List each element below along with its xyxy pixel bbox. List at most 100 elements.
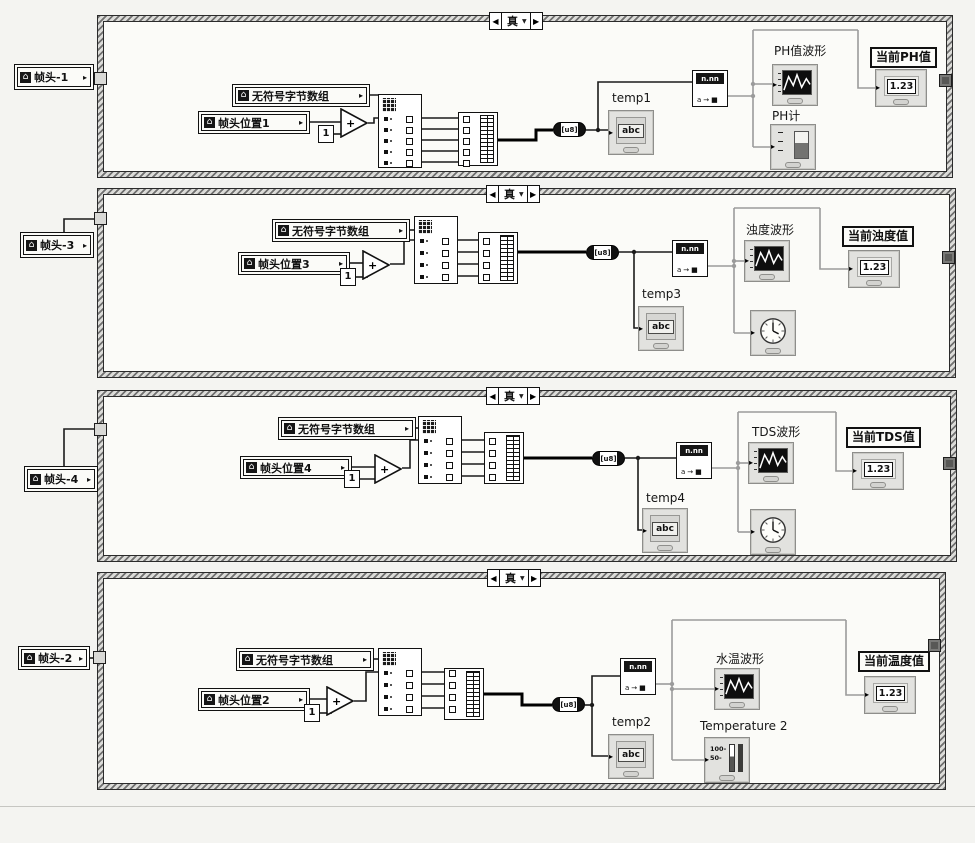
- ph-meter-terminal[interactable]: ▸: [770, 124, 816, 170]
- build-array-node[interactable]: [444, 668, 484, 720]
- numeric-indicator[interactable]: ▸ 1.23: [852, 452, 904, 490]
- build-array-node[interactable]: [478, 232, 518, 284]
- add-node[interactable]: +: [326, 686, 354, 716]
- index-array-node[interactable]: [414, 216, 458, 284]
- waveform-chart-terminal[interactable]: ▸: [744, 240, 790, 282]
- temp-string-indicator[interactable]: ▸ abc: [608, 110, 654, 155]
- numeric-indicator[interactable]: ▸ 1.23: [875, 69, 927, 107]
- local-var-label: 帧头位置4: [260, 461, 312, 475]
- byte-array-to-string-node[interactable]: [u8]: [592, 451, 625, 466]
- home-icon: ⌂: [244, 258, 255, 269]
- local-var-header-pos[interactable]: ⌂帧头位置3▸: [238, 252, 350, 275]
- element-in: [489, 438, 496, 445]
- case-dropdown-icon[interactable]: ▼: [519, 190, 524, 198]
- array-icon: [422, 420, 436, 434]
- string-to-number-node[interactable]: n.nn a→■: [672, 240, 708, 277]
- case-dropdown-icon[interactable]: ▼: [520, 574, 525, 582]
- byte-array-to-string-node[interactable]: [u8]: [552, 697, 585, 712]
- case-prev-icon[interactable]: ◀: [488, 570, 500, 586]
- string-to-number-node[interactable]: n.nn a→■: [692, 70, 728, 107]
- temp-string-indicator[interactable]: ▸ abc: [608, 734, 654, 779]
- index-array-node[interactable]: [378, 648, 422, 716]
- case-selector-tunnel[interactable]: [94, 423, 107, 436]
- case-structure-tds[interactable]: [97, 390, 957, 562]
- array-icon: [382, 98, 396, 112]
- add-node[interactable]: +: [362, 250, 390, 280]
- numeric-constant[interactable]: 1: [304, 704, 320, 722]
- chart-label: 水温波形: [716, 652, 765, 666]
- home-icon: ⌂: [238, 90, 249, 101]
- build-array-node[interactable]: [458, 112, 498, 167]
- case-selector-frame3[interactable]: ◀ 真 ▼ ▶: [486, 387, 540, 405]
- gauge-terminal[interactable]: ▸: [750, 310, 796, 356]
- temperature-slide-terminal[interactable]: ▸ 100-50-: [704, 737, 750, 783]
- local-var-frame-header-3[interactable]: ⌂帧头-3▸: [20, 232, 94, 258]
- case-selector-value[interactable]: 真: [504, 188, 515, 201]
- local-var-byte-array[interactable]: ⌂无符号字节数组▸: [236, 648, 374, 671]
- string-to-number-node[interactable]: n.nn a→■: [676, 442, 712, 479]
- case-next-icon[interactable]: ▶: [527, 570, 540, 586]
- add-node[interactable]: +: [340, 108, 368, 138]
- output-tunnel[interactable]: [942, 251, 955, 264]
- case-selector-tunnel[interactable]: [94, 212, 107, 225]
- add-node[interactable]: +: [374, 454, 402, 484]
- case-selector-frame2[interactable]: ◀ 真 ▼ ▶: [486, 185, 540, 203]
- output-tunnel[interactable]: [943, 457, 956, 470]
- numeric-constant[interactable]: 1: [344, 470, 360, 488]
- case-next-icon[interactable]: ▶: [529, 13, 542, 29]
- case-selector-tunnel[interactable]: [94, 72, 107, 85]
- local-var-header-pos[interactable]: ⌂帧头位置4▸: [240, 456, 352, 479]
- output-tunnel[interactable]: [928, 639, 941, 652]
- case-prev-icon[interactable]: ◀: [487, 388, 499, 404]
- element-out: [446, 462, 453, 469]
- local-var-header-pos[interactable]: ⌂帧头位置1▸: [198, 111, 310, 134]
- byte-array-to-string-node[interactable]: [u8]: [553, 122, 586, 137]
- element-in: [449, 682, 456, 689]
- string-to-number-node[interactable]: n.nn a→■: [620, 658, 656, 695]
- home-icon: ⌂: [242, 654, 253, 665]
- gauge-terminal[interactable]: ▸: [750, 509, 796, 555]
- case-dropdown-icon[interactable]: ▼: [519, 392, 524, 400]
- terminal-badge: [765, 547, 781, 553]
- waveform-chart-terminal[interactable]: ▸: [748, 442, 794, 484]
- local-var-frame-header-1[interactable]: ⌂帧头-1▸: [14, 64, 94, 90]
- case-structure-turbidity[interactable]: [97, 188, 956, 378]
- local-var-label: 无符号字节数组: [292, 224, 369, 238]
- numeric-indicator[interactable]: ▸ 1.23: [848, 250, 900, 288]
- index-array-node[interactable]: [378, 94, 422, 168]
- numeric-constant[interactable]: 1: [318, 125, 334, 143]
- case-selector-value[interactable]: 真: [505, 572, 516, 585]
- output-arrow-icon: ▸: [340, 463, 345, 472]
- build-array-node[interactable]: [484, 432, 524, 484]
- case-next-icon[interactable]: ▶: [526, 186, 539, 202]
- case-selector-value[interactable]: 真: [507, 15, 518, 28]
- numeric-constant[interactable]: 1: [340, 268, 356, 286]
- case-dropdown-icon[interactable]: ▼: [522, 17, 527, 25]
- byte-array-to-string-node[interactable]: [u8]: [586, 245, 619, 260]
- element-out: [406, 127, 413, 134]
- waveform-chart-terminal[interactable]: ▸: [714, 668, 760, 710]
- local-var-byte-array[interactable]: ⌂无符号字节数组▸: [272, 219, 410, 242]
- local-var-frame-header-2[interactable]: ⌂帧头-2▸: [18, 646, 90, 670]
- output-tunnel[interactable]: [939, 74, 952, 87]
- case-prev-icon[interactable]: ◀: [487, 186, 499, 202]
- local-var-frame-header-4[interactable]: ⌂帧头-4▸: [24, 466, 98, 492]
- local-var-header-pos[interactable]: ⌂帧头位置2▸: [198, 688, 310, 711]
- case-selector-value[interactable]: 真: [504, 390, 515, 403]
- local-var-label: 帧头位置3: [258, 257, 310, 271]
- element-out: [406, 706, 413, 713]
- case-next-icon[interactable]: ▶: [526, 388, 539, 404]
- conv-glyphs: a→■: [681, 468, 704, 476]
- local-var-byte-array[interactable]: ⌂无符号字节数组▸: [232, 84, 370, 107]
- index-array-node[interactable]: [418, 416, 462, 484]
- case-prev-icon[interactable]: ◀: [490, 13, 502, 29]
- case-selector-frame1[interactable]: ◀ 真 ▼ ▶: [489, 12, 543, 30]
- numeric-indicator[interactable]: ▸ 1.23: [864, 676, 916, 714]
- case-selector-frame4[interactable]: ◀ 真 ▼ ▶: [487, 569, 541, 587]
- temp-string-indicator[interactable]: ▸ abc: [638, 306, 684, 351]
- case-structure-temperature[interactable]: [97, 572, 946, 790]
- waveform-chart-terminal[interactable]: ▸: [772, 64, 818, 106]
- local-var-byte-array[interactable]: ⌂无符号字节数组▸: [278, 417, 416, 440]
- temp-string-indicator[interactable]: ▸ abc: [642, 508, 688, 553]
- case-selector-tunnel[interactable]: [93, 651, 106, 664]
